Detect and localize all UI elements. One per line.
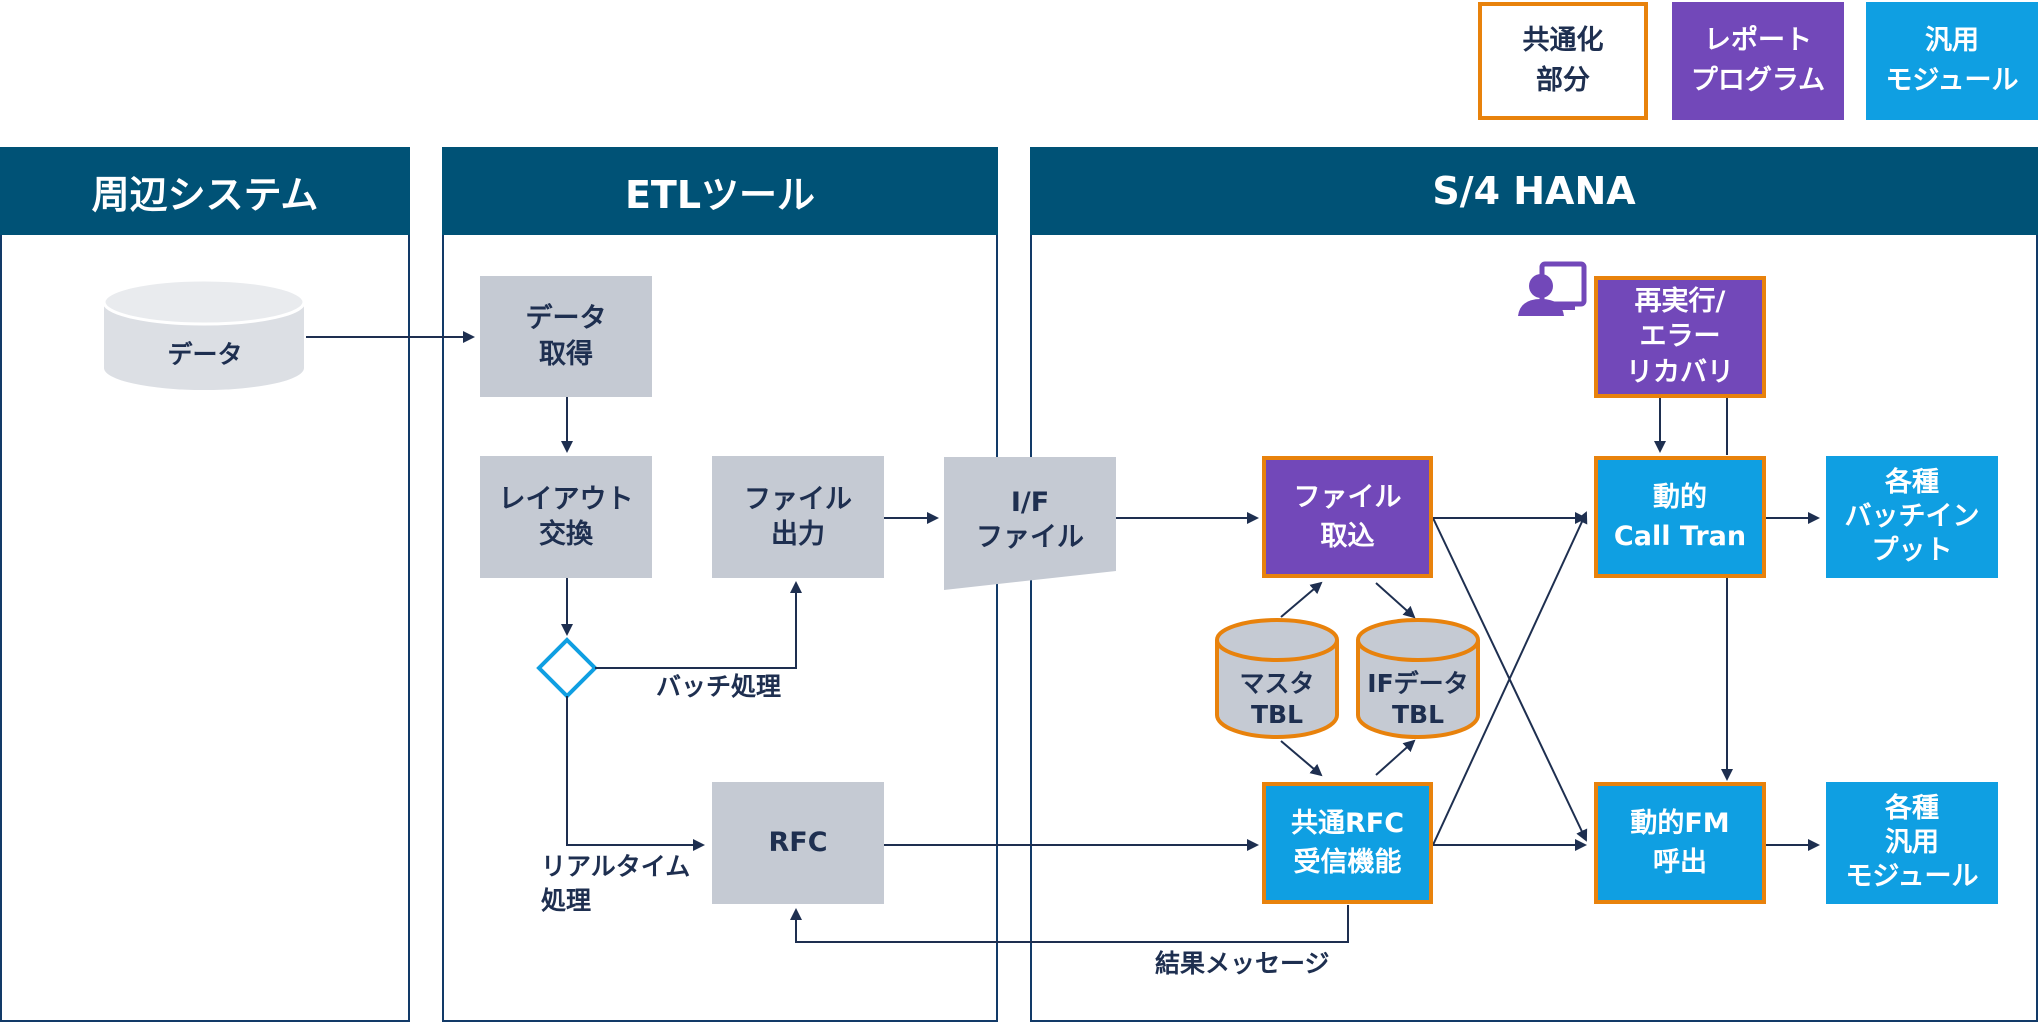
lane-header-etl: ETLツール: [442, 147, 998, 235]
data-database-label: データ: [167, 340, 243, 370]
if-data-tbl-label: IFデータ TBL: [1367, 668, 1469, 729]
master-tbl-cylinder: [1215, 618, 1339, 739]
arrow-decision-to-rfc: [566, 696, 705, 851]
if-file-shape: [944, 457, 1116, 590]
legend-common: 共通化 部分: [1478, 2, 1648, 120]
label-realtime: リアルタイム 処理: [541, 852, 691, 915]
arrow-import-to-iftbl: [1375, 582, 1416, 619]
node-layout-convert: レイアウト 交換: [480, 456, 652, 578]
label-batch: バッチ処理: [656, 672, 782, 701]
node-file-output: ファイル 出力: [712, 456, 884, 578]
arrow-master-to-import: [1280, 581, 1323, 618]
legend-report: レポート プログラム: [1672, 2, 1844, 120]
node-rerun: 再実行/ エラー リカバリ: [1594, 276, 1766, 398]
arrow-common-to-iftbl: [1375, 739, 1416, 776]
lane-header-s4: S/4 HANA: [1030, 147, 2038, 235]
if-data-tbl-cylinder: [1356, 618, 1480, 739]
arrow-common-to-call: [1432, 511, 1588, 846]
data-database-icon: [102, 278, 306, 390]
arrow-decision-to-fileout: [595, 581, 802, 669]
node-dynamic-call: 動的 Call Tran: [1594, 456, 1766, 578]
master-tbl-label: マスタ TBL: [1239, 668, 1315, 729]
legend-generic: 汎用 モジュール: [1866, 2, 2038, 120]
node-dynamic-fm: 動的FM 呼出: [1594, 782, 1766, 904]
node-if-file: I/F ファイル: [976, 486, 1084, 553]
node-data-get: データ 取得: [480, 276, 652, 397]
lane-header-peripheral: 周辺システム: [0, 147, 410, 235]
decision-diamond-icon: [536, 637, 598, 699]
arrow-master-to-common: [1280, 740, 1323, 777]
node-common-rfc: 共通RFC 受信機能: [1262, 782, 1433, 904]
arrow-result-message: [790, 905, 1349, 943]
label-result-message: 結果メッセージ: [1155, 949, 1330, 978]
user-monitor-icon: [1518, 261, 1587, 316]
node-batch-input: 各種 バッチイン プット: [1826, 456, 1998, 578]
node-file-import: ファイル 取込: [1262, 456, 1433, 578]
node-generic-module: 各種 汎用 モジュール: [1826, 782, 1998, 904]
node-rfc: RFC: [712, 782, 884, 904]
